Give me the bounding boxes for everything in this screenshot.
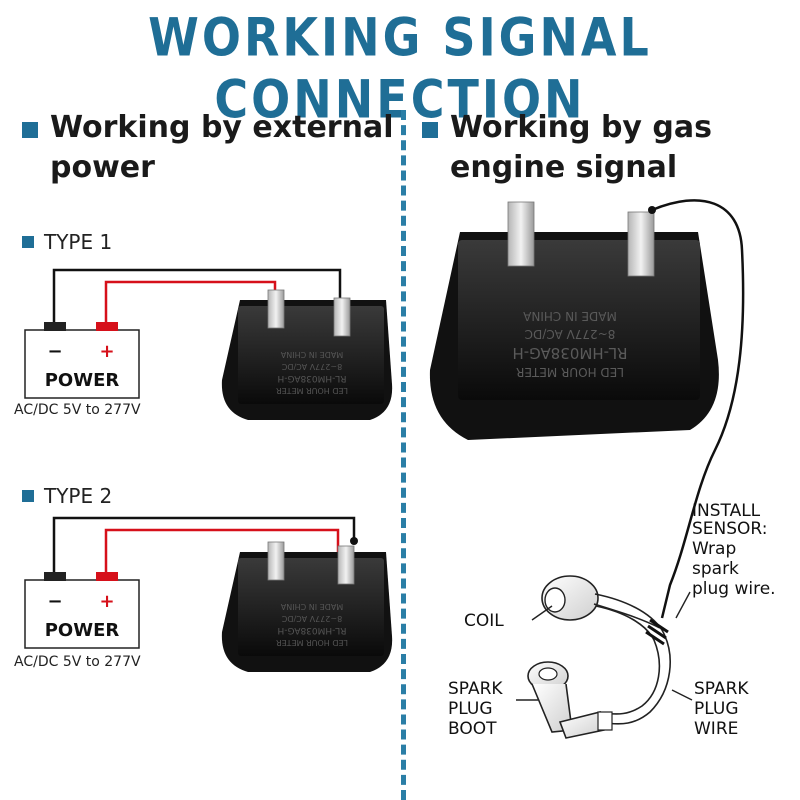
type2-diagram: − + POWER LED HOUR METER RL-HM038AG-H 8~…: [24, 516, 393, 672]
bullet-square-icon: [22, 236, 34, 248]
hour-meter-1: LED HOUR METER RL-HM038AG-H 8~277V AC/DC…: [221, 289, 393, 420]
svg-text:MADE IN CHINA: MADE IN CHINA: [280, 350, 343, 359]
negative-terminal-icon: [44, 322, 66, 331]
svg-text:POWER: POWER: [45, 620, 120, 641]
bullet-square-icon: [22, 122, 38, 138]
svg-text:−: −: [47, 591, 62, 612]
spark-plug-wire-line2: PLUG: [694, 699, 739, 719]
hour-meter-2: LED HOUR METER RL-HM038AG-H 8~277V AC/DC…: [221, 541, 393, 672]
svg-text:+: +: [99, 591, 114, 612]
spark-plug-boot-line2: PLUG: [448, 699, 493, 719]
spark-plug-boot-line1: SPARK: [448, 679, 503, 699]
spark-plug-wire: [594, 593, 671, 725]
supply-voltage-label-1: AC/DC 5V to 277V: [14, 402, 141, 418]
page-title: WORKING SIGNAL CONNECTION: [148, 5, 652, 131]
type1-label: TYPE 1: [22, 230, 112, 254]
svg-text:−: −: [47, 341, 62, 362]
left-section-heading: Working by external power: [22, 108, 393, 188]
bullet-square-icon: [22, 490, 34, 502]
negative-terminal-icon: [44, 572, 66, 581]
spark-plug-boot-icon: [527, 661, 613, 739]
right-heading-line2: engine signal: [450, 150, 678, 185]
svg-text:8~277V AC/DC: 8~277V AC/DC: [525, 327, 616, 341]
power-battery-2: − + POWER: [24, 572, 140, 649]
sensor-wrap-icon: [645, 618, 669, 646]
positive-terminal-icon: [96, 322, 118, 331]
supply-voltage-label-2: AC/DC 5V to 277V: [14, 654, 141, 670]
install-sensor-line2: SENSOR:: [692, 519, 767, 539]
svg-text:MADE IN CHINA: MADE IN CHINA: [280, 602, 343, 611]
svg-text:RL-HM038AG-H: RL-HM038AG-H: [512, 344, 627, 362]
right-section-heading: Working by gas engine signal: [422, 108, 712, 188]
left-heading-line1: Working by external: [50, 110, 394, 145]
spark-plug-boot-line3: BOOT: [448, 719, 497, 739]
spark-plug-wire-line1: SPARK: [694, 679, 749, 699]
svg-text:8~277V AC/DC: 8~277V AC/DC: [281, 362, 342, 371]
black-wire: [52, 516, 356, 572]
signal-wire: [651, 199, 745, 619]
type1-diagram: − + POWER LED HOUR METER RL-HM038AG-H 8~…: [24, 268, 393, 420]
svg-text:RL-HM038AG-H: RL-HM038AG-H: [277, 625, 346, 635]
svg-text:MADE IN CHINA: MADE IN CHINA: [522, 309, 616, 323]
power-battery-1: − + POWER: [24, 322, 140, 399]
black-wire: [52, 268, 342, 322]
svg-text:RL-HM038AG-H: RL-HM038AG-H: [277, 373, 346, 383]
svg-text:+: +: [99, 341, 114, 362]
coil-icon: [541, 575, 661, 629]
svg-text:LED HOUR METER: LED HOUR METER: [276, 638, 348, 647]
spark-plug-wire-line3: WIRE: [694, 719, 738, 739]
install-sensor-line1: INSTALL: [692, 501, 761, 521]
right-heading-line1: Working by gas: [450, 110, 712, 145]
section-divider: [401, 110, 406, 800]
svg-text:LED HOUR METER: LED HOUR METER: [276, 386, 348, 395]
left-heading-line2: power: [50, 150, 155, 185]
install-sensor-line5: plug wire.: [692, 579, 776, 599]
type2-label: TYPE 2: [22, 484, 112, 508]
positive-terminal-icon: [96, 572, 118, 581]
svg-text:POWER: POWER: [45, 370, 120, 391]
svg-text:LED HOUR METER: LED HOUR METER: [516, 365, 624, 379]
svg-text:8~277V AC/DC: 8~277V AC/DC: [281, 614, 342, 623]
hour-meter-large: LED HOUR METER RL-HM038AG-H 8~277V AC/DC…: [429, 201, 719, 440]
install-sensor-line4: spark: [692, 559, 739, 579]
coil-label: COIL: [464, 611, 504, 631]
bullet-square-icon: [422, 122, 438, 138]
install-sensor-line3: Wrap: [692, 539, 736, 559]
